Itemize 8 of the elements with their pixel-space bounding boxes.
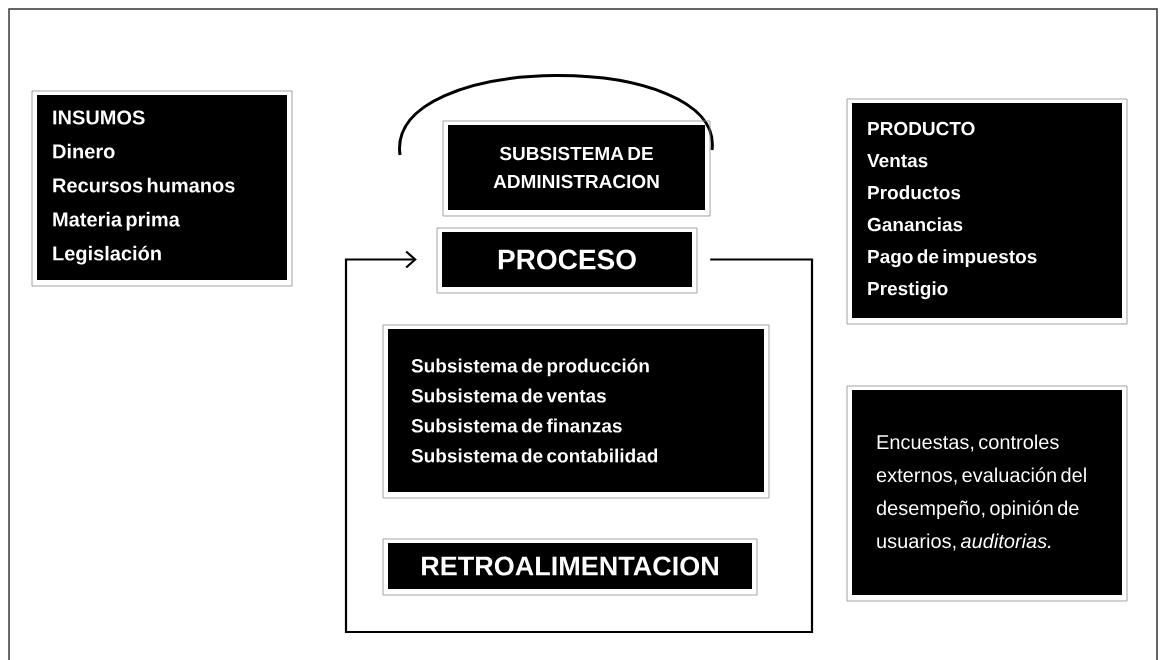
feedback-box: RETROALIMENTACION <box>382 538 758 596</box>
process-box: PROCESO <box>436 227 698 294</box>
evaluation-box: Encuestas, controles externos, evaluación del desempeño, opinión de usuarios, auditorias. <box>846 385 1128 602</box>
title-box: SUBSISTEMA DE ADMINISTRACION <box>442 120 711 217</box>
subsystem-box: Subsistema de producción Subsistema de ventas Subsistema de finanzas Subsistema de contabilidad <box>382 324 770 499</box>
feedback-arrow <box>344 250 814 634</box>
input-box: INSUMOS Dinero Recursos humanos Materia prima Legislación <box>31 90 293 287</box>
output-box: PRODUCTO Ventas Productos Ganancias Pago de impuestos Prestigio <box>846 98 1128 325</box>
